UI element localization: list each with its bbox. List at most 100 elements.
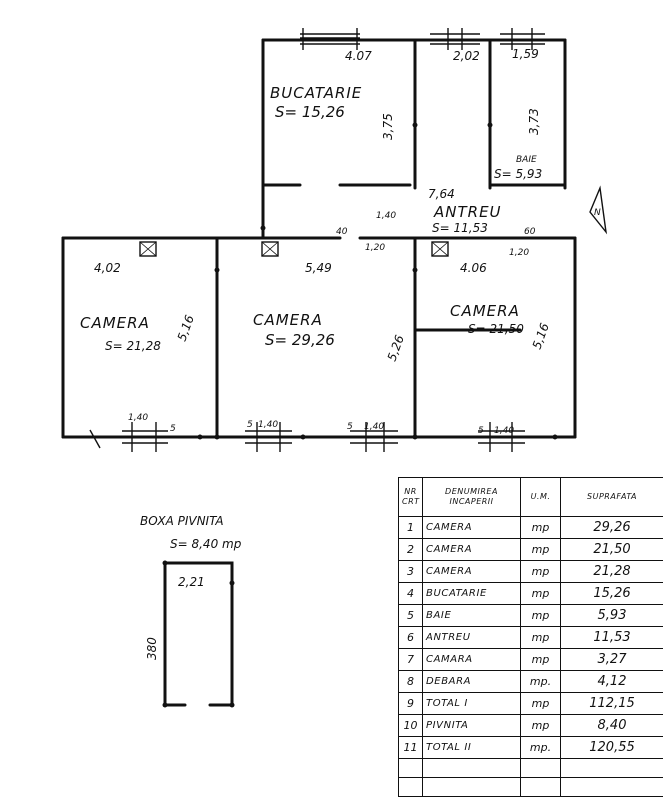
chimney-icon [140, 242, 448, 256]
row-um: mp [521, 693, 561, 715]
row-nr: 6 [399, 627, 423, 649]
pantry-width: 2,02 [453, 49, 480, 63]
table-row-empty [399, 759, 663, 778]
row-nr: 9 [399, 693, 423, 715]
cellar-area: S= 8,40 mp [170, 537, 242, 551]
cellar-length: 380 [145, 637, 159, 660]
hall-length: 7,64 [428, 187, 455, 201]
row-area: 8,40 [561, 715, 663, 737]
cellar-title: BOXA PIVNITA [140, 514, 224, 528]
header-nr: NR CRT [399, 478, 423, 517]
header-area: SUPRAFATA [561, 478, 663, 517]
row-nr: 7 [399, 649, 423, 671]
window-3-width: 1,40 [364, 422, 384, 432]
row-name: PIVNITA [423, 715, 521, 737]
hall-door1: 1,40 [376, 211, 396, 221]
row-name: CAMERA [423, 561, 521, 583]
window-4-width: 1,40 [494, 426, 514, 436]
room-left-label: CAMERA [80, 314, 150, 332]
room-right-width: 4.06 [460, 261, 487, 275]
kitchen-width: 4.07 [345, 49, 372, 63]
row-nr: 8 [399, 671, 423, 693]
row-nr: 11 [399, 737, 423, 759]
kitchen-depth: 3,75 [381, 113, 395, 140]
row-area: 120,55 [561, 737, 663, 759]
bath-label: BAIE [516, 155, 537, 165]
row-nr: 5 [399, 605, 423, 627]
row-area: 29,26 [561, 517, 663, 539]
row-um: mp. [521, 671, 561, 693]
row-name: CAMERA [423, 539, 521, 561]
row-name: ANTREU [423, 627, 521, 649]
row-um: mp [521, 517, 561, 539]
row-um: mp [521, 561, 561, 583]
row-name: TOTAL II [423, 737, 521, 759]
room-mid-width: 5,49 [305, 261, 332, 275]
table-row-empty [399, 778, 663, 797]
room-left-width: 4,02 [94, 261, 121, 275]
row-nr: 4 [399, 583, 423, 605]
row-nr: 2 [399, 539, 423, 561]
window-2-width: 1,40 [258, 420, 278, 430]
area-summary-table: NR CRT DENUMIREA INCAPERII U.M. SUPRAFAT… [398, 477, 663, 797]
room-right-depth: 5,16 [530, 321, 552, 351]
row-area: 21,50 [561, 539, 663, 561]
cellar-width: 2,21 [178, 575, 205, 589]
row-area: 11,53 [561, 627, 663, 649]
row-area: 15,26 [561, 583, 663, 605]
north-arrow-icon: N [590, 188, 606, 232]
window-s-4: 5 [478, 426, 484, 436]
hall-dim-60: 60 [524, 227, 536, 237]
hall-dim-40: 40 [336, 227, 348, 237]
room-mid-area: S= 29,26 [265, 331, 335, 349]
room-mid-label: CAMERA [253, 311, 323, 329]
row-name: BAIE [423, 605, 521, 627]
row-nr: 3 [399, 561, 423, 583]
kitchen-area: S= 15,26 [275, 103, 345, 121]
row-um: mp. [521, 737, 561, 759]
row-um: mp [521, 583, 561, 605]
row-name: BUCATARIE [423, 583, 521, 605]
table-header-row: NR CRT DENUMIREA INCAPERII U.M. SUPRAFAT… [399, 478, 663, 517]
room-left-depth: 5,16 [175, 313, 197, 343]
row-area: 5,93 [561, 605, 663, 627]
hall-door3: 1,20 [509, 248, 529, 258]
row-um: mp [521, 715, 561, 737]
row-name: CAMERA [423, 517, 521, 539]
window-1-width: 1,40 [128, 413, 148, 423]
bath-width: 1,59 [512, 47, 539, 61]
row-um: mp [521, 605, 561, 627]
row-um: mp [521, 539, 561, 561]
room-right-area: S= 21,50 [468, 322, 524, 336]
header-name: DENUMIREA INCAPERII [423, 478, 521, 517]
row-nr: 10 [399, 715, 423, 737]
bath-area: S= 5,93 [494, 167, 542, 181]
hall-label: ANTREU [433, 203, 502, 221]
header-um: U.M. [521, 478, 561, 517]
row-name: TOTAL I [423, 693, 521, 715]
room-left-area: S= 21,28 [105, 339, 161, 353]
room-mid-depth: 5,26 [385, 333, 407, 363]
row-area: 4,12 [561, 671, 663, 693]
row-name: CAMARA [423, 649, 521, 671]
row-um: mp [521, 649, 561, 671]
row-um: mp [521, 627, 561, 649]
room-right-label: CAMERA [450, 302, 520, 320]
window-s-1: 5 [170, 424, 176, 434]
kitchen-label: BUCATARIE [270, 84, 362, 102]
bath-depth: 3,73 [527, 108, 541, 135]
north-symbol: N [594, 208, 601, 218]
upper-wing-walls [263, 40, 565, 238]
hall-area: S= 11,53 [432, 221, 488, 235]
window-s-2: 5 [247, 420, 253, 430]
